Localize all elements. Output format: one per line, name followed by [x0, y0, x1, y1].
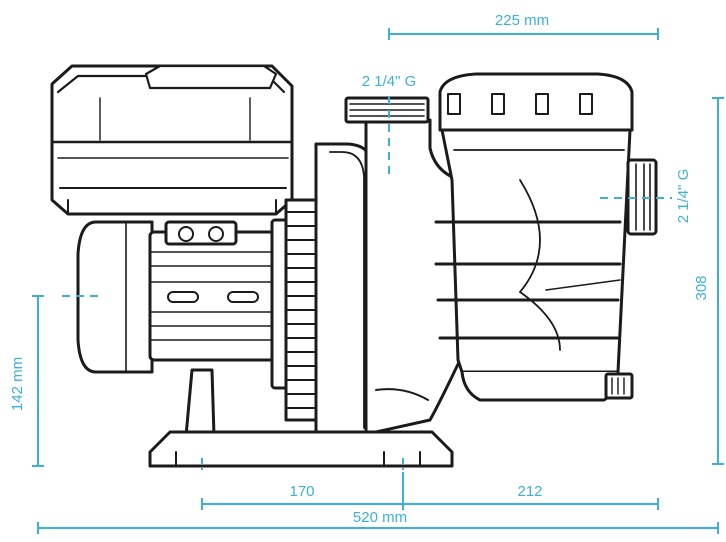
dimension-label-225: 225 mm	[495, 12, 549, 29]
inlet-port	[344, 96, 430, 124]
dimension-label-inlet-thread: 2 1/4" G	[362, 73, 417, 90]
drain-plug	[604, 372, 634, 400]
motor-body	[148, 218, 294, 390]
pump-drawing	[50, 64, 658, 468]
dimension-label-170: 170	[289, 483, 314, 500]
dimension-label-308: 308	[693, 275, 710, 300]
dimension-lines	[32, 28, 724, 534]
dimension-label-142: 142 mm	[9, 357, 26, 411]
motor-foot	[184, 368, 216, 438]
dimension-label-520: 520 mm	[353, 509, 407, 526]
dimension-labels: 225 mm 2 1/4" G 2 1/4" G 308 142 mm 170 …	[9, 12, 710, 526]
strainer-housing	[434, 72, 634, 402]
pump-base	[148, 430, 454, 468]
motor-fan-cover	[76, 220, 154, 374]
pump-volute	[284, 142, 378, 434]
dimension-label-outlet-thread: 2 1/4" G	[675, 169, 692, 224]
dimension-label-212: 212	[517, 483, 542, 500]
controller-box	[50, 64, 294, 216]
